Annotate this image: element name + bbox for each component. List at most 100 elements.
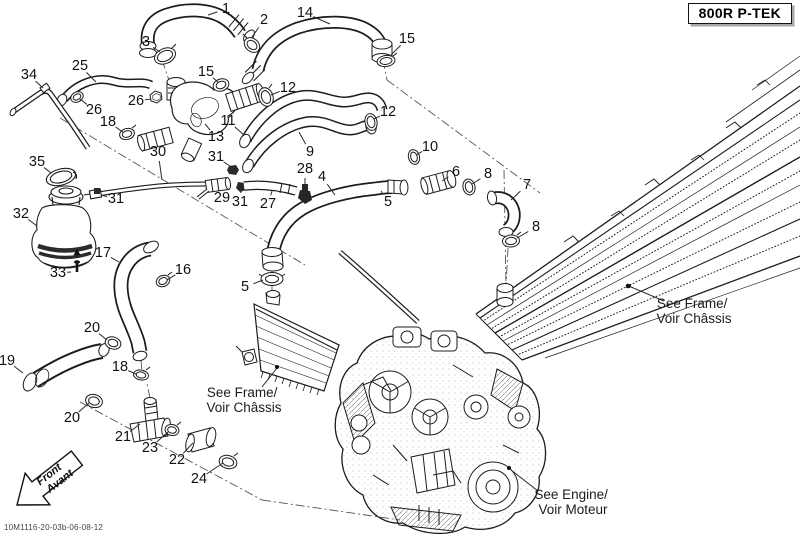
- callout-leader-20: [78, 402, 90, 413]
- callout-leader-8: [471, 178, 481, 185]
- callout-leader-18: [128, 370, 137, 375]
- callout-5: 5: [241, 279, 249, 295]
- hose-4-lower-end: [261, 247, 284, 272]
- clutch: [467, 461, 519, 513]
- screw-33: [73, 249, 81, 272]
- callout-leader-16: [166, 274, 176, 281]
- inline-fitting-6: [420, 170, 457, 195]
- hose-19: [22, 343, 110, 392]
- callout-12: 12: [380, 104, 396, 120]
- callout-5: 5: [384, 194, 392, 210]
- callout-18: 18: [112, 359, 128, 375]
- callout-leader-19: [13, 365, 24, 374]
- pump-bottom-stub: [180, 137, 203, 162]
- front-direction-arrow: Front Avant: [16, 450, 84, 506]
- callout-33: 33: [50, 265, 66, 281]
- callout-27: 27: [260, 196, 276, 212]
- hose-4: [261, 179, 409, 272]
- callout-20: 20: [84, 320, 100, 336]
- radiator-engine-hose: [338, 250, 420, 324]
- radiator-cap: [258, 272, 286, 286]
- callout-leader-4: [326, 184, 336, 196]
- callout-leader-12: [373, 115, 381, 120]
- callout-leader-26: [79, 98, 88, 105]
- callout-4: 4: [318, 169, 326, 185]
- callout-leader-14: [313, 16, 331, 25]
- callout-11: 11: [220, 113, 235, 129]
- callout-leader-12: [270, 90, 280, 96]
- annotation-notes: See Frame/ Voir Châssis See Frame/ Voir …: [206, 284, 732, 517]
- callout-21: 21: [115, 429, 131, 445]
- hose-11: [239, 89, 388, 149]
- callout-leader-5: [380, 190, 384, 195]
- callout-15: 15: [399, 31, 415, 47]
- clamp-18a: [119, 124, 137, 141]
- callout-leader-13: [204, 123, 211, 131]
- callout-20: 20: [64, 410, 80, 426]
- note-see-engine: See Engine/ Voir Moteur: [534, 487, 611, 517]
- callout-leader-21: [129, 423, 141, 432]
- model-badge-label: 800R P-TEK: [698, 5, 781, 21]
- note-see-frame-right: See Frame/ Voir Châssis: [656, 296, 731, 326]
- callout-24: 24: [191, 471, 207, 487]
- callout-35: 35: [29, 154, 45, 170]
- callout-leader-10: [415, 151, 423, 156]
- callout-17: 17: [95, 245, 111, 261]
- clamp-23: [164, 421, 182, 437]
- callout-leader-25: [86, 72, 97, 83]
- callout-leader-35: [43, 167, 52, 174]
- callout-10: 10: [422, 139, 438, 155]
- callout-leader-27: [270, 190, 273, 196]
- callout-34: 34: [21, 67, 37, 83]
- callout-leader-24: [206, 462, 224, 475]
- callout-28: 28: [297, 161, 313, 177]
- callout-leader-11: [234, 126, 245, 136]
- callout-leaders: [13, 11, 529, 475]
- callout-1: 1: [222, 1, 230, 17]
- callout-leader-30: [158, 160, 163, 181]
- cylinder-cover-1: [368, 370, 412, 414]
- clamp-15b: [376, 52, 398, 68]
- clamp-24: [218, 452, 239, 470]
- hose-14: [241, 15, 393, 85]
- callout-18: 18: [100, 114, 116, 130]
- callout-8: 8: [484, 166, 492, 182]
- callout-leader-7: [510, 190, 521, 201]
- callout-leader-8: [516, 231, 529, 239]
- note-see-frame-left: See Frame/ Voir Châssis: [206, 385, 281, 415]
- clamp-2: [242, 33, 261, 53]
- callout-leader-31: [100, 194, 108, 198]
- callout-3: 3: [142, 34, 150, 50]
- callout-22: 22: [169, 452, 185, 468]
- thin-hose-30: [97, 181, 207, 197]
- clamp-16: [155, 271, 173, 288]
- clamp-18b: [133, 366, 151, 381]
- callout-8: 8: [532, 219, 540, 235]
- nut-31a: [227, 165, 239, 175]
- vent-tube-34: [9, 82, 91, 150]
- callout-29: 29: [214, 190, 230, 206]
- tee-fitting-29: [196, 176, 232, 200]
- callout-6: 6: [452, 164, 460, 180]
- callout-leader-15: [390, 45, 401, 56]
- nut-31b: [236, 182, 246, 192]
- callout-15: 15: [198, 64, 214, 80]
- callout-leader-32: [27, 218, 38, 227]
- callout-32: 32: [13, 206, 29, 222]
- callout-leader-6: [441, 176, 449, 182]
- callout-7: 7: [523, 177, 531, 193]
- pressure-cap: [48, 185, 84, 206]
- callout-leader-15: [212, 77, 219, 83]
- hose-27: [243, 180, 298, 196]
- callout-leader-9: [298, 131, 307, 145]
- cylinder-cover-2: [411, 398, 449, 436]
- model-badge: 800R P-TEK: [687, 3, 792, 24]
- tunnel-heat-exchanger: [475, 55, 800, 361]
- radiator: [235, 290, 340, 396]
- callout-26: 26: [128, 93, 144, 109]
- callout-30: 30: [150, 144, 166, 160]
- clamp-8b: [502, 231, 522, 248]
- radiator-filler-neck: [265, 290, 281, 306]
